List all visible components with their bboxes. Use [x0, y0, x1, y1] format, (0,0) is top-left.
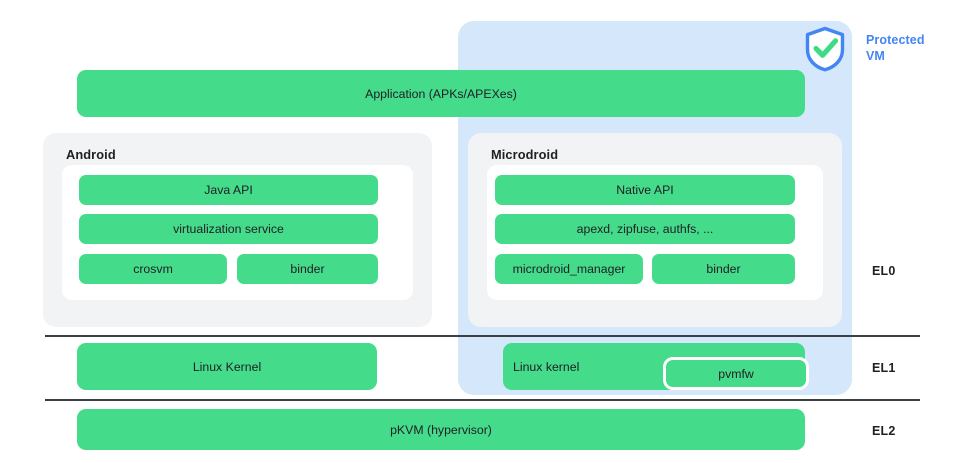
block-java-api: Java API — [79, 175, 378, 205]
microdroid-panel-title: Microdroid — [491, 147, 559, 162]
block-crosvm: crosvm — [79, 254, 227, 284]
el1-el2-divider — [45, 399, 920, 401]
block-virtualization-service: virtualization service — [79, 214, 378, 244]
shield-check-icon — [804, 26, 846, 72]
application-block: Application (APKs/APEXes) — [77, 70, 805, 117]
block-binder-android: binder — [237, 254, 378, 284]
block-native-api: Native API — [495, 175, 795, 205]
protected-vm-label-line1: Protected — [866, 33, 925, 47]
block-microdroid-manager: microdroid_manager — [495, 254, 643, 284]
protected-vm-label-line2: VM — [866, 48, 885, 63]
exception-level-el1: EL1 — [872, 361, 896, 375]
block-apexd-zipfuse-authfs: apexd, zipfuse, authfs, ... — [495, 214, 795, 244]
exception-level-el0: EL0 — [872, 264, 896, 278]
block-pkvm-hypervisor: pKVM (hypervisor) — [77, 409, 805, 450]
android-panel-title: Android — [66, 147, 116, 162]
exception-level-el2: EL2 — [872, 424, 896, 438]
protected-vm-label: Protected VM — [866, 33, 952, 64]
block-binder-microdroid: binder — [652, 254, 795, 284]
block-pvmfw: pvmfw — [663, 357, 809, 390]
block-linux-kernel-android: Linux Kernel — [77, 343, 377, 390]
el0-el1-divider — [45, 335, 920, 337]
